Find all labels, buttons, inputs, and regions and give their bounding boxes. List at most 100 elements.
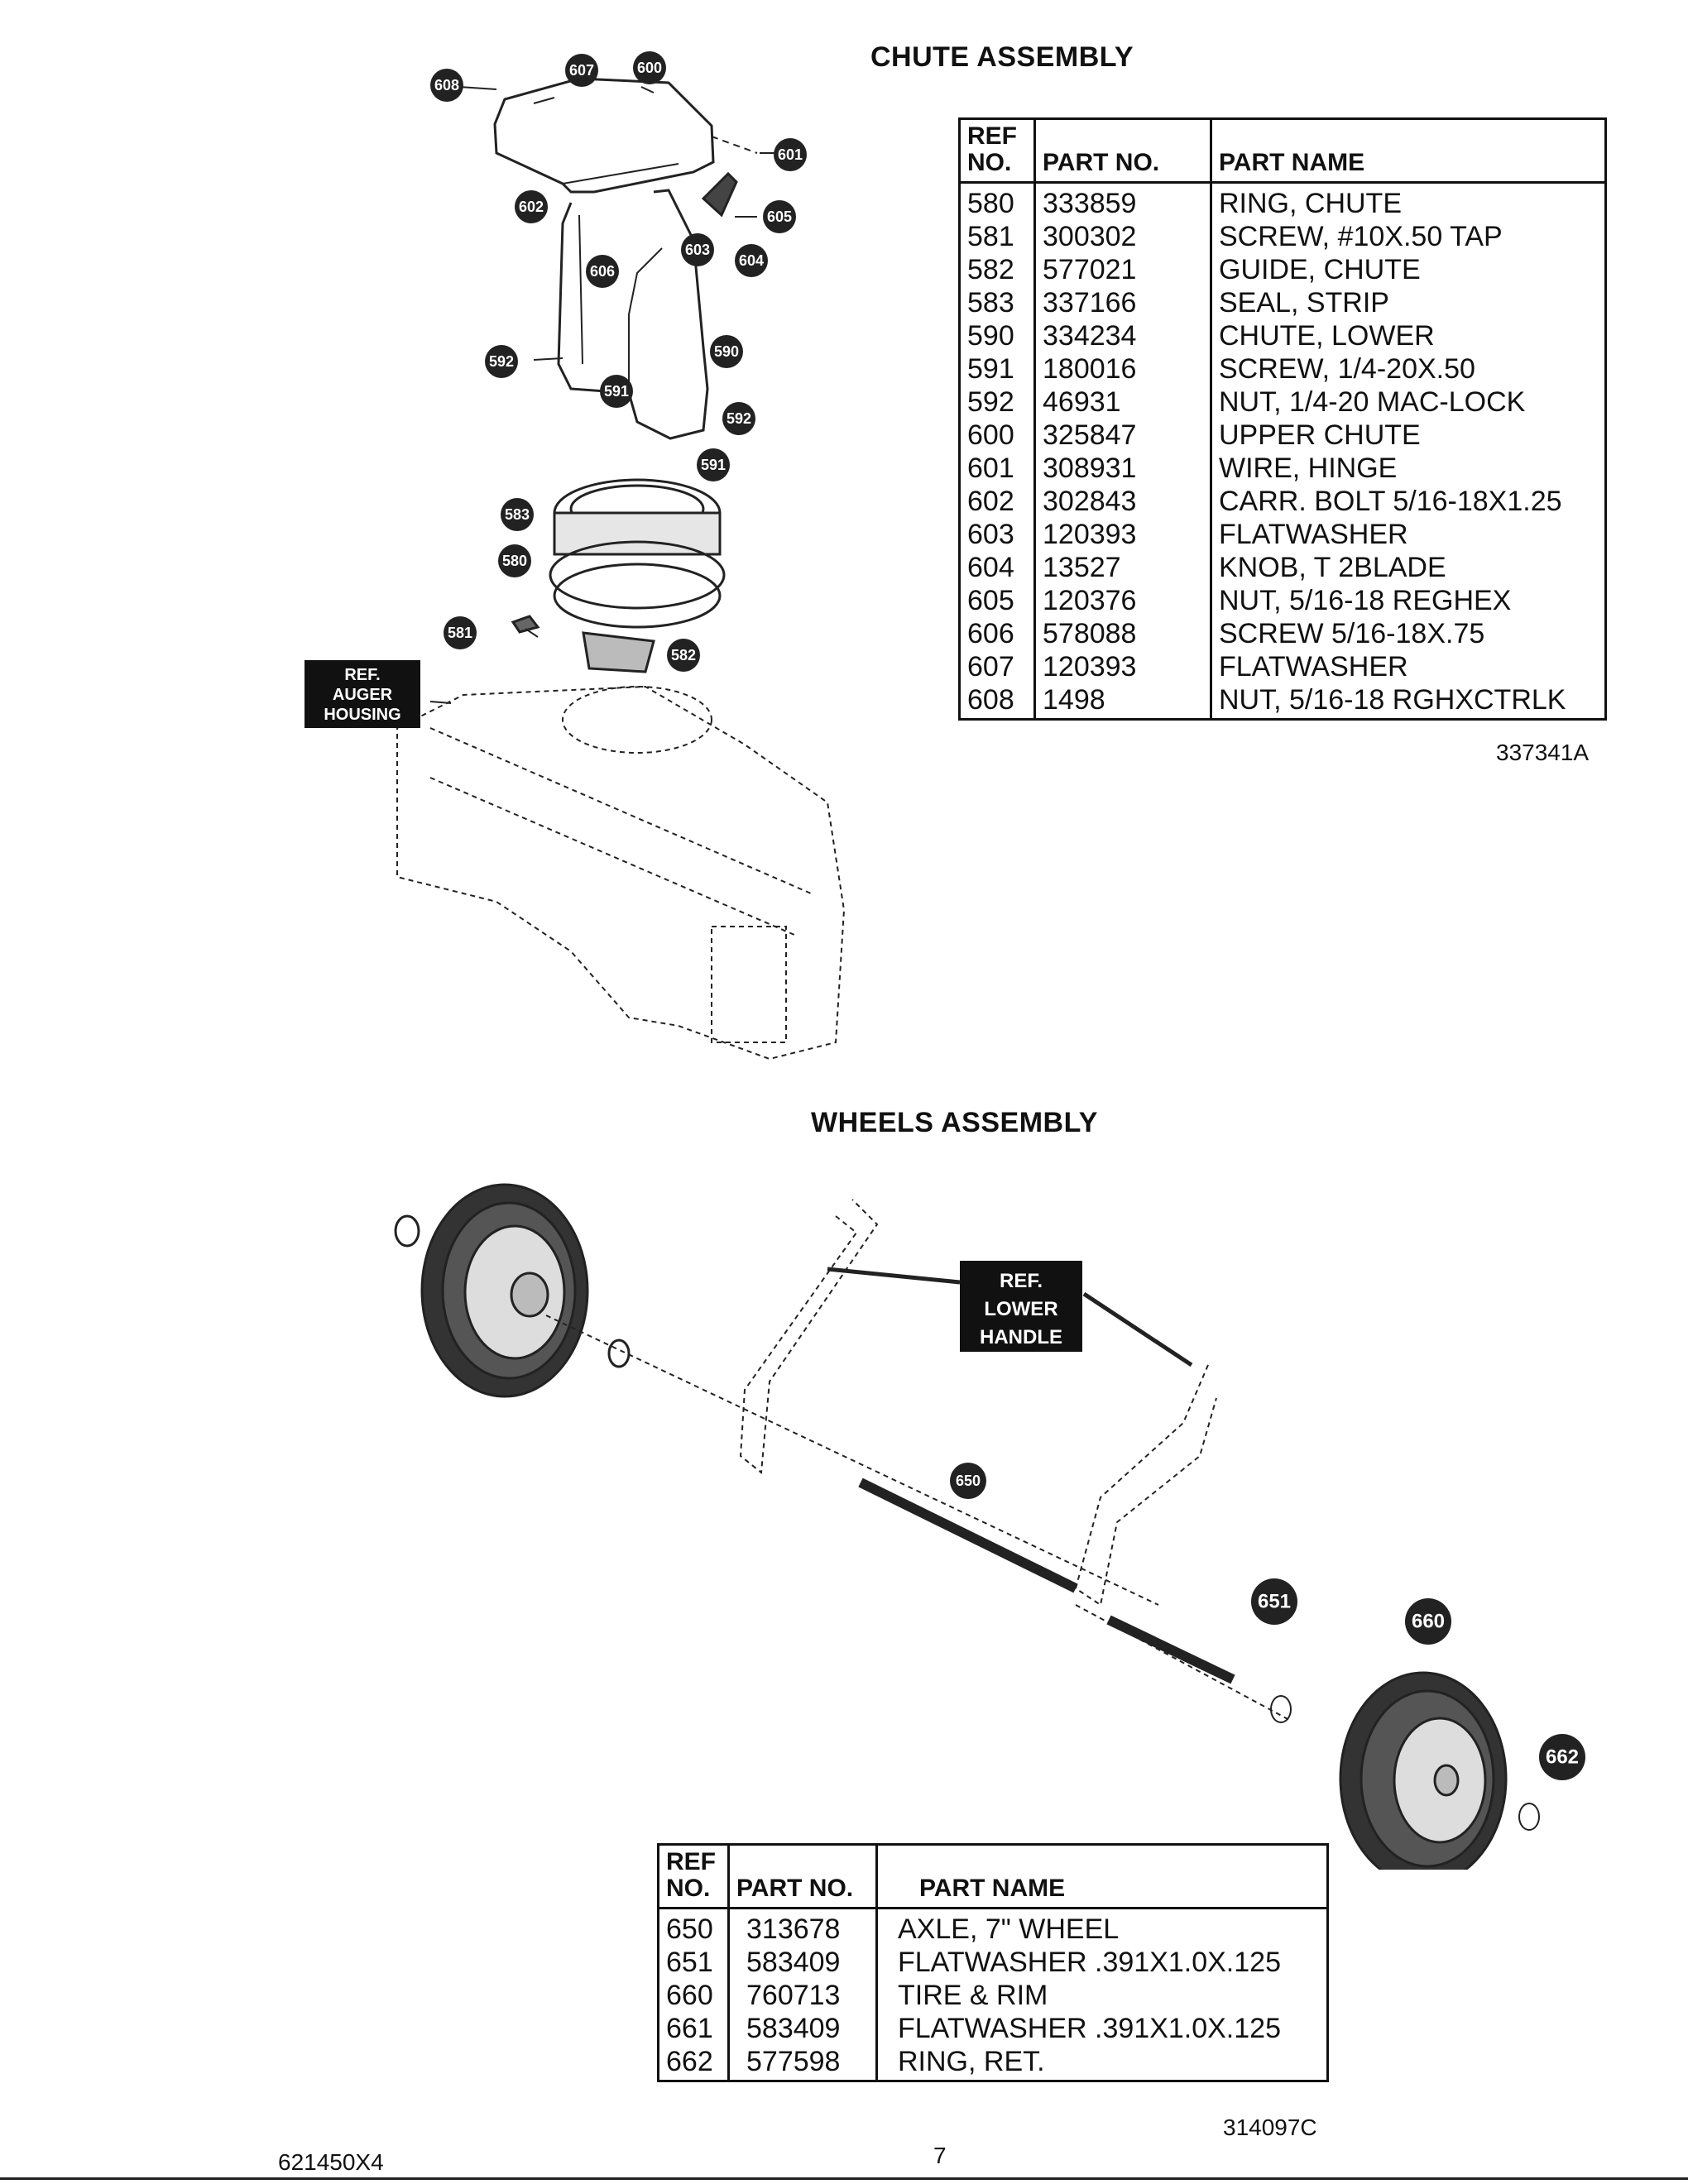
hinge-wire-part bbox=[711, 136, 758, 154]
part-no-cell: 120393 bbox=[1033, 650, 1211, 683]
ref-cell: 606 bbox=[967, 618, 1014, 649]
svg-text:662: 662 bbox=[1546, 1746, 1579, 1769]
part-name-cell: SEAL, STRIP bbox=[1210, 286, 1606, 319]
part-no-cell: 325847 bbox=[1033, 419, 1211, 452]
part-no-cell: 302843 bbox=[1033, 485, 1211, 518]
svg-text:HOUSING: HOUSING bbox=[324, 706, 400, 724]
chute-assembly-diagram: 608 607 600 601 602 605 603 604 606 590 … bbox=[305, 51, 846, 1061]
svg-text:592: 592 bbox=[727, 410, 751, 427]
chute-table-code: 337341A bbox=[1496, 740, 1590, 765]
callout-605: 605 bbox=[763, 200, 796, 233]
part-no-cell: 337166 bbox=[1033, 286, 1211, 319]
svg-text:603: 603 bbox=[685, 242, 710, 258]
part-name-cell: WIRE, HINGE bbox=[1210, 452, 1606, 485]
wheels-callouts: 650 651 660 662 661 bbox=[950, 1463, 1585, 1780]
part-no-cell: 583409 bbox=[727, 2012, 877, 2045]
chute-callouts: 608 607 600 601 602 605 603 604 606 590 … bbox=[430, 51, 807, 672]
ref-cell: 651 bbox=[666, 1947, 713, 1978]
chute-ring-part bbox=[549, 540, 726, 610]
part-name-cell: FLATWASHER bbox=[1210, 518, 1606, 551]
callout-603: 603 bbox=[681, 233, 714, 266]
callout-590: 590 bbox=[710, 335, 743, 368]
part-name-cell: GUIDE, CHUTE bbox=[1210, 253, 1606, 286]
wheels-assembly-title: WHEELS ASSEMBLY bbox=[811, 1107, 1098, 1138]
col-part-name: PART NAME bbox=[875, 1844, 1328, 1909]
svg-text:660: 660 bbox=[1412, 1611, 1445, 1633]
callout-582: 582 bbox=[667, 639, 700, 672]
svg-text:590: 590 bbox=[714, 343, 739, 360]
part-no-cell: 308931 bbox=[1033, 452, 1211, 485]
axle-part bbox=[858, 1478, 1078, 1593]
knob-part bbox=[701, 171, 738, 218]
part-name-cell: KNOB, T 2BLADE bbox=[1210, 551, 1606, 584]
svg-text:591: 591 bbox=[701, 457, 726, 473]
svg-text:REF.: REF. bbox=[1000, 1270, 1043, 1292]
ref-cell: 608 bbox=[967, 684, 1014, 716]
callout-580: 580 bbox=[498, 544, 531, 577]
ref-cell: 591 bbox=[967, 353, 1014, 385]
footer-rule bbox=[0, 2177, 1688, 2180]
chute-guide-part bbox=[582, 631, 655, 673]
ref-cell: 583 bbox=[967, 287, 1014, 318]
svg-text:650: 650 bbox=[956, 1473, 981, 1489]
part-no-cell: 46931 bbox=[1033, 386, 1211, 419]
ref-cell: 601 bbox=[967, 453, 1014, 484]
ref-cell: 600 bbox=[967, 419, 1014, 451]
part-name-cell: RING, CHUTE bbox=[1210, 182, 1606, 220]
part-name-cell: AXLE, 7" WHEEL bbox=[875, 1908, 1328, 1946]
left-wheel-part bbox=[420, 1183, 589, 1398]
svg-text:606: 606 bbox=[590, 263, 615, 280]
ref-cell: 590 bbox=[967, 320, 1014, 352]
part-name-cell: SCREW, 1/4-20X.50 bbox=[1210, 352, 1606, 386]
callout-662: 662 bbox=[1539, 1734, 1585, 1780]
svg-text:605: 605 bbox=[767, 208, 792, 225]
part-no-cell: 120376 bbox=[1033, 584, 1211, 617]
part-no-cell: 577021 bbox=[1033, 253, 1211, 286]
svg-text:AUGER: AUGER bbox=[333, 686, 393, 704]
ref-lower-handle-label: REF. LOWER HANDLE bbox=[960, 1261, 1082, 1352]
upper-chute-part bbox=[493, 77, 715, 194]
part-name-cell: TIRE & RIM bbox=[875, 1979, 1328, 2012]
wheels-assembly-diagram: 650 651 660 662 661 REF. LOWER HANDLE bbox=[394, 1183, 1585, 1870]
page-number: 7 bbox=[933, 2143, 947, 2168]
part-no-cell: 300302 bbox=[1033, 220, 1211, 253]
svg-text:583: 583 bbox=[505, 506, 530, 523]
col-ref-no: REF NO. bbox=[658, 1844, 729, 1909]
ref-cell: 661 bbox=[666, 2013, 713, 2044]
ref-auger-housing-label: REF. AUGER HOUSING bbox=[305, 660, 420, 728]
callout-600: 600 bbox=[633, 51, 666, 84]
ref-cell: 602 bbox=[967, 486, 1014, 517]
part-no-cell: 180016 bbox=[1033, 352, 1211, 386]
svg-text:580: 580 bbox=[502, 553, 527, 569]
part-no-cell: 120393 bbox=[1033, 518, 1211, 551]
part-no-cell: 578088 bbox=[1033, 617, 1211, 650]
part-no-cell: 334234 bbox=[1033, 319, 1211, 352]
svg-text:581: 581 bbox=[448, 625, 472, 641]
part-name-cell: CARR. BOLT 5/16-18X1.25 bbox=[1210, 485, 1606, 518]
callout-650: 650 bbox=[950, 1463, 986, 1499]
callout-606: 606 bbox=[586, 255, 619, 288]
part-no-cell: 583409 bbox=[727, 1946, 877, 1979]
svg-text:601: 601 bbox=[778, 146, 803, 163]
svg-text:592: 592 bbox=[489, 353, 514, 370]
svg-text:582: 582 bbox=[671, 647, 696, 663]
col-part-no: PART NO. bbox=[1033, 118, 1211, 184]
ref-cell: 580 bbox=[967, 188, 1014, 219]
part-name-cell: FLATWASHER bbox=[1210, 650, 1606, 683]
svg-text:600: 600 bbox=[637, 60, 662, 76]
part-name-cell: UPPER CHUTE bbox=[1210, 419, 1606, 452]
